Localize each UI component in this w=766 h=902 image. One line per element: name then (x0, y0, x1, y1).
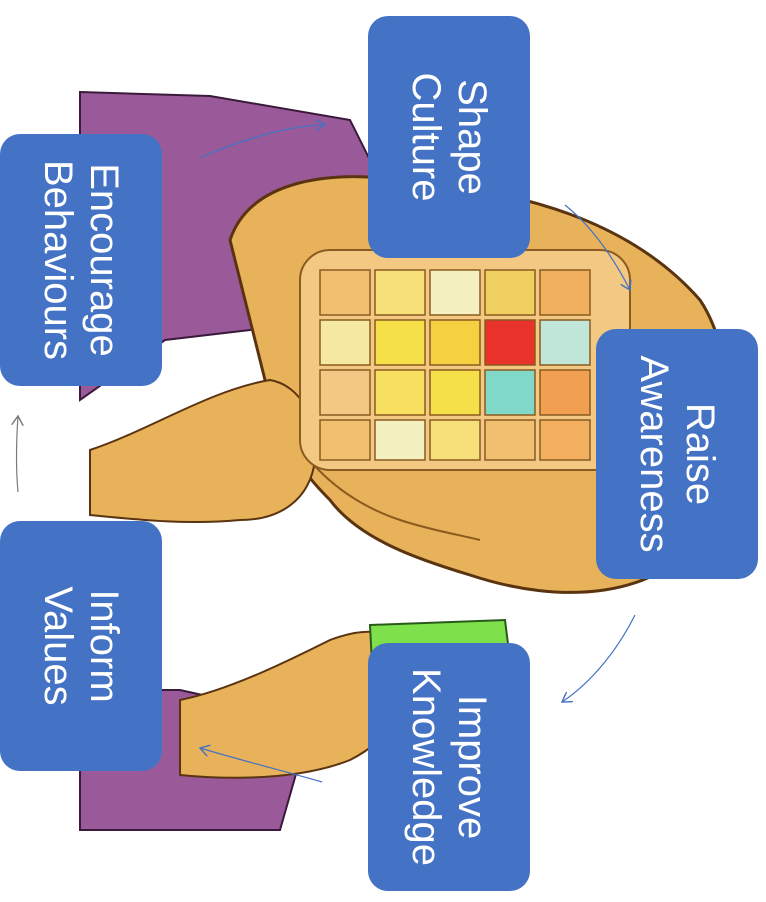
stage-label-shape-culture: Shape Culture (403, 73, 495, 202)
stage-line: Culture (403, 73, 449, 202)
stage-line: Shape (449, 73, 495, 202)
stage-line: Improve (449, 668, 495, 866)
stage-label-raise-awareness: Raise Awareness (631, 355, 723, 552)
stage-box-improve-knowledge: Improve Knowledge (368, 643, 530, 891)
stage-line: Encourage (81, 160, 127, 360)
stage-line: Awareness (631, 355, 677, 552)
stage-box-shape-culture: Shape Culture (368, 16, 530, 258)
stage-label-inform-values: Inform Values (35, 586, 127, 705)
stage-label-improve-knowledge: Improve Knowledge (403, 668, 495, 866)
stage-box-encourage-behaviours: Encourage Behaviours (0, 134, 162, 386)
stage-line: Raise (677, 355, 723, 552)
stage-line: Knowledge (403, 668, 449, 866)
stage-box-inform-values: Inform Values (0, 521, 162, 771)
stage-label-encourage-behaviours: Encourage Behaviours (35, 160, 127, 360)
stage-line: Inform (81, 586, 127, 705)
stage-line: Behaviours (35, 160, 81, 360)
puzzle-brain-icon (300, 250, 630, 470)
stage-box-raise-awareness: Raise Awareness (596, 329, 758, 579)
stage-line: Values (35, 586, 81, 705)
